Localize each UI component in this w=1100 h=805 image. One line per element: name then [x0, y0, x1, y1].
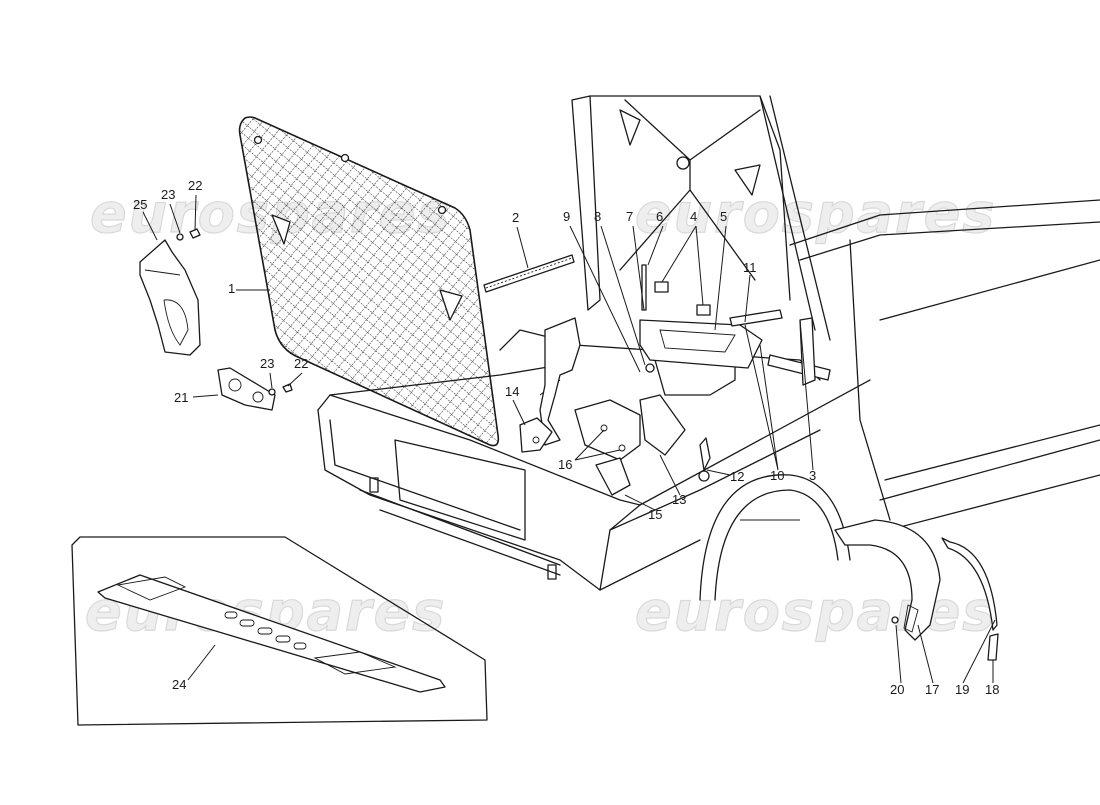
- callout-24: 24: [172, 677, 186, 692]
- trunk-lid-open: [571, 95, 831, 341]
- part-25-side-trim: [139, 239, 201, 356]
- callout-13: 13: [672, 492, 686, 507]
- callout-1: 1: [228, 281, 235, 296]
- callout-23b: 23: [260, 356, 274, 371]
- callout-25: 25: [133, 197, 147, 212]
- callout-15: 15: [648, 507, 662, 522]
- wheel-arch-liner: [834, 519, 999, 661]
- callout-3: 3: [809, 468, 816, 483]
- callout-8: 8: [594, 209, 601, 224]
- callout-16: 16: [558, 457, 572, 472]
- part-21-bracket: [217, 367, 276, 411]
- inset-detail-box: [71, 536, 488, 726]
- callout-labels: 1 2 3 4 5 6 7 8 9 10 11 12 13 14 15 16 1…: [133, 178, 999, 697]
- callout-4: 4: [690, 209, 697, 224]
- callout-7: 7: [626, 209, 633, 224]
- callout-14: 14: [505, 384, 519, 399]
- part-2-seal-strip: [483, 254, 575, 293]
- fasteners-22-23: [176, 228, 293, 396]
- callout-23a: 23: [161, 187, 175, 202]
- callout-18: 18: [985, 682, 999, 697]
- callout-12: 12: [730, 469, 744, 484]
- callout-10: 10: [770, 468, 784, 483]
- watermark-outline: eurospares: [635, 182, 996, 245]
- callout-17: 17: [925, 682, 939, 697]
- vent-slots: [224, 611, 307, 650]
- callout-20: 20: [890, 682, 904, 697]
- callout-22b: 22: [294, 356, 308, 371]
- leader-lines: [142, 194, 996, 684]
- callout-5: 5: [720, 209, 727, 224]
- watermark-text: eurospares: [635, 182, 996, 245]
- callout-21: 21: [174, 390, 188, 405]
- callout-19: 19: [955, 682, 969, 697]
- car-body: [317, 199, 1100, 601]
- callout-6: 6: [656, 209, 663, 224]
- callout-11: 11: [743, 260, 757, 275]
- callout-9: 9: [563, 209, 570, 224]
- callout-22a: 22: [188, 178, 202, 193]
- part-1-trunk-mat: [238, 116, 500, 447]
- watermark-outline: eurospares: [635, 580, 996, 643]
- callout-2: 2: [512, 210, 519, 225]
